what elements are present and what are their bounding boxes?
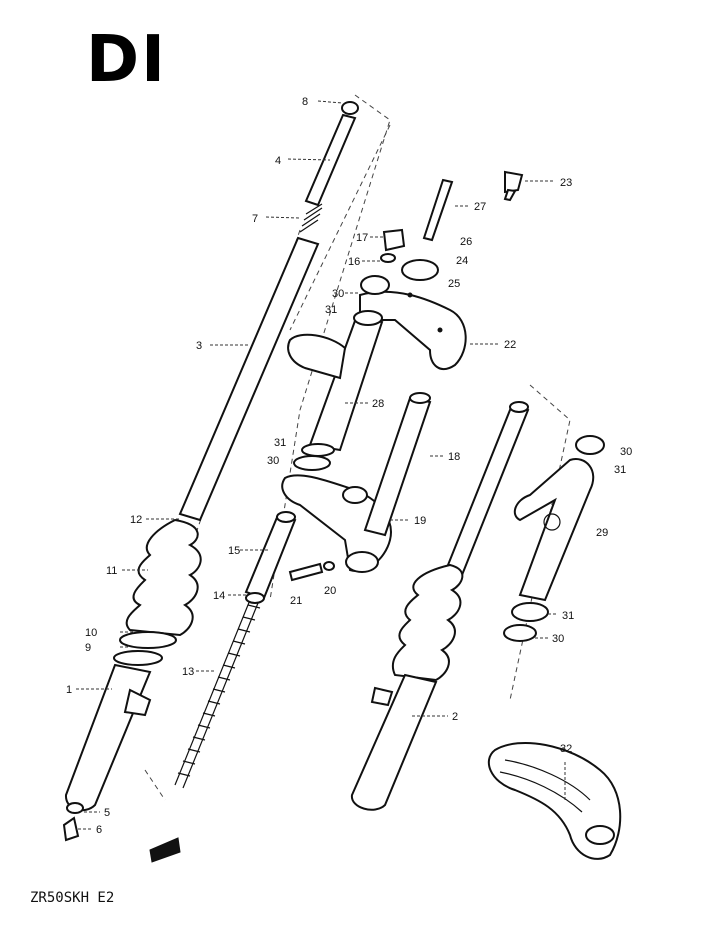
outer-tube-left [64, 663, 152, 812]
slider-tube [244, 511, 297, 600]
callout-15: 15 [228, 545, 240, 557]
bolt-17 [380, 228, 406, 263]
callout-1: 1 [66, 684, 72, 696]
upper-bracket [359, 259, 467, 370]
callout-13: 13 [182, 666, 194, 678]
callout-31-right: 31 [614, 464, 626, 476]
steering-stem [287, 310, 384, 452]
bottom-bolt [62, 802, 84, 842]
fork-tube-right [442, 401, 530, 582]
outer-tube-right [350, 673, 438, 811]
bearings-right [503, 602, 549, 642]
callout-23: 23 [560, 177, 572, 189]
fork-tube-left [178, 236, 320, 522]
bolt-21 [288, 561, 335, 582]
callout-19: 19 [414, 515, 426, 527]
callout-8: 8 [302, 96, 308, 108]
small-spring [299, 203, 323, 233]
grip-32 [487, 742, 622, 860]
model-code: ZR50SKH E2 [30, 890, 115, 906]
callout-12: 12 [130, 514, 142, 526]
callout-3: 3 [196, 340, 202, 352]
rings-left [113, 631, 177, 666]
callout-9: 9 [85, 642, 91, 654]
callout-29: 29 [596, 527, 608, 539]
callout-24: 24 [456, 255, 468, 267]
callout-20: 20 [324, 585, 336, 597]
leader-lines [76, 100, 566, 830]
arrow-front-icon [149, 837, 181, 863]
callout-30-right: 30 [620, 446, 632, 458]
callout-11: 11 [106, 565, 117, 577]
callout-28: 28 [372, 398, 384, 410]
callout-14: 14 [213, 590, 225, 602]
fork-tube-middle [363, 392, 432, 537]
callout-31-mid: 31 [274, 437, 286, 449]
callout-18: 18 [448, 451, 460, 463]
callout-25: 25 [448, 278, 460, 290]
callout-5: 5 [104, 807, 110, 819]
callout-6: 6 [96, 824, 102, 836]
bracket-right [513, 435, 605, 602]
callout-26: 26 [460, 236, 472, 248]
inner-rod [304, 101, 359, 207]
lower-bracket [281, 474, 392, 573]
callout-4: 4 [275, 155, 281, 167]
callout-16: 16 [348, 256, 360, 268]
callout-2: 2 [452, 711, 458, 723]
bolt-23 [503, 170, 524, 202]
callout-27: 27 [474, 201, 486, 213]
callout-31-top: 31 [325, 304, 337, 316]
callout-10: 10 [85, 627, 97, 639]
long-spring [174, 592, 265, 789]
bearings-middle [293, 443, 335, 471]
callout-labels: 8 4 7 23 27 17 26 16 24 25 30 31 22 3 28… [66, 96, 632, 836]
long-bolt-27 [422, 178, 454, 242]
boot-left [125, 518, 202, 637]
callout-31-low: 31 [562, 610, 574, 622]
diagram-title: DI [86, 23, 167, 97]
callout-30-low: 30 [552, 633, 564, 645]
callout-32: 32 [560, 743, 572, 755]
callout-7: 7 [252, 213, 258, 225]
callout-21: 21 [290, 595, 302, 607]
callout-30-mid: 30 [267, 455, 279, 467]
callout-30-top: 30 [332, 288, 344, 300]
callout-22: 22 [504, 339, 516, 351]
callout-17: 17 [356, 232, 368, 244]
boot-right [391, 563, 464, 682]
